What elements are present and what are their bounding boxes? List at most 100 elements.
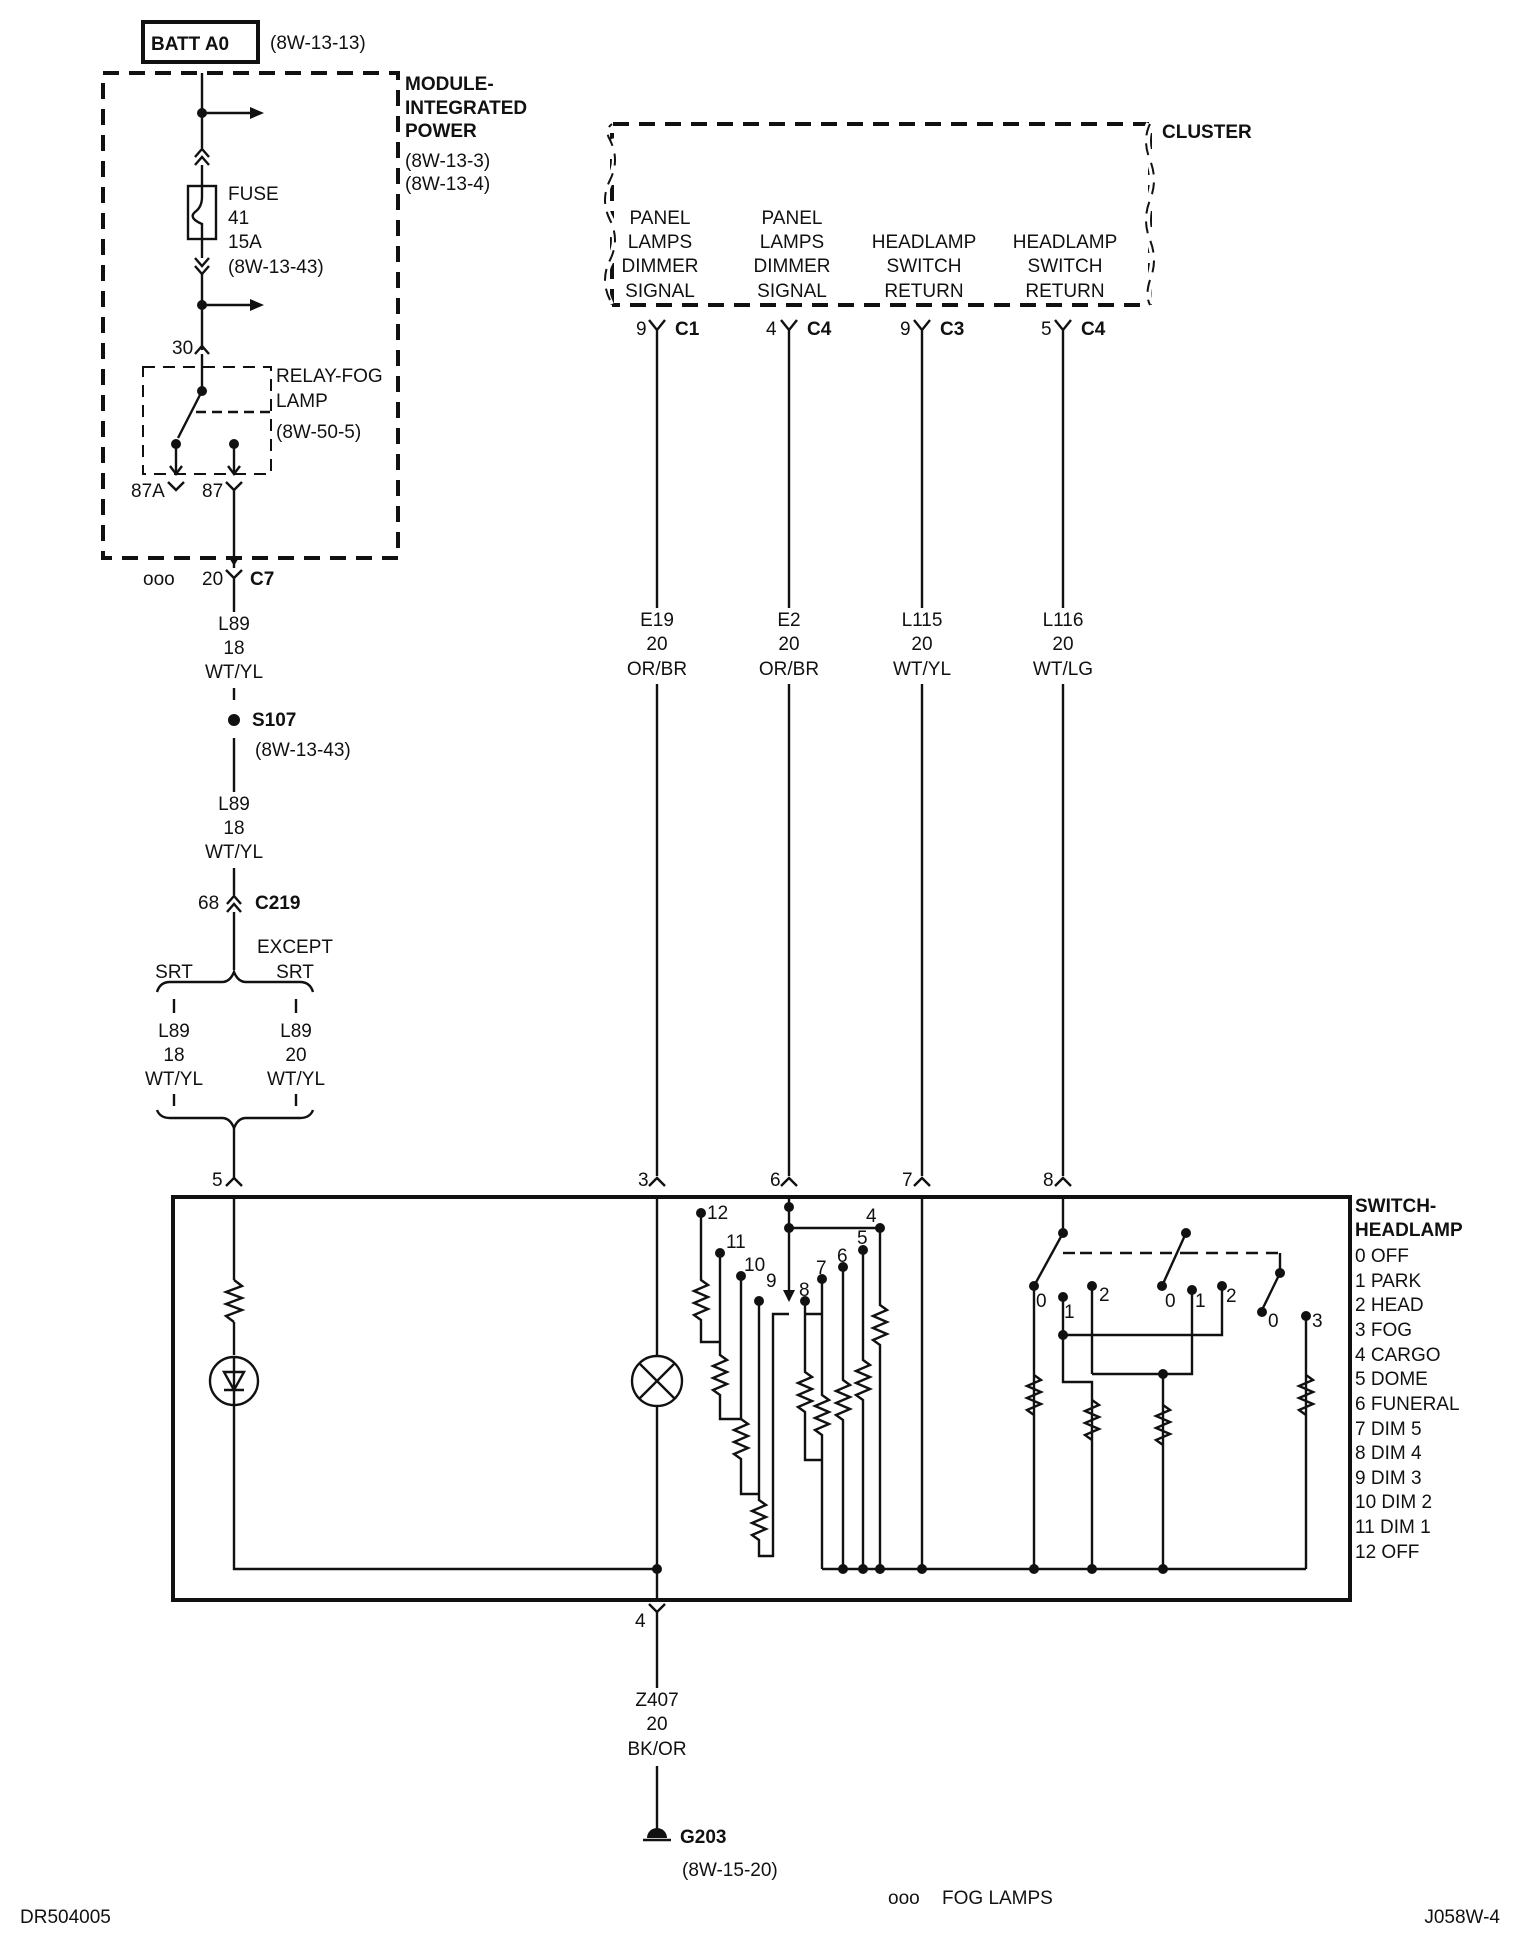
panel-lamp-bulb-cross [639,1363,675,1399]
tap-12-label: 12 [707,1203,728,1224]
cluster-right-break [1145,123,1155,306]
selector-resistor-3-icon [1152,1404,1174,1446]
cluster-col2-line3: DIMMER [753,256,830,277]
selector-c-contact-1-label: 1 [1195,1291,1206,1312]
mip-title-1: MODULE- [405,74,494,95]
tap-5-label: 5 [857,1228,868,1249]
c7-fog-lamp-marker: ooo [143,569,175,590]
wire-e2-color: OR/BR [759,659,819,680]
cluster-col4-pin: 5 [1041,319,1052,340]
batt-label: BATT A0 [151,34,229,55]
ground-ref: (8W-15-20) [682,1860,778,1881]
switch-pin-3: 3 [638,1170,649,1191]
relay-pin-30-connector-icon [194,344,210,355]
dimmer-wiper-arrow-icon [783,1290,795,1302]
relay-pin-87a: 87A [131,481,165,502]
wire-l115-label-bg [894,608,950,684]
cluster-col3-line2: HEADLAMP [872,232,977,253]
wire-l89-b-id: L89 [218,794,250,815]
wire-l116-id: L116 [1043,610,1084,631]
tap-9-label: 9 [766,1271,777,1292]
indicator-resistor-icon [222,1279,246,1323]
branch-except-label-1: EXCEPT [257,937,333,958]
feed-branch-arrow-icon [250,107,264,119]
switch-title-1: SWITCH- [1355,1196,1436,1217]
switch-pin-7-connector-icon [913,1176,931,1187]
s107-name: S107 [252,710,296,731]
footer-legend-text: FOG LAMPS [942,1888,1053,1909]
fuse-output-arrow-icon [250,299,264,311]
switch-position-0: 0 OFF [1355,1246,1409,1267]
cluster-c4-connector-icon [780,319,798,340]
c219-name: C219 [255,893,300,914]
relay-title-2: LAMP [276,391,328,412]
mip-title-2: INTEGRATED [405,98,527,119]
selector-d-contact-3-label: 3 [1312,1311,1323,1332]
selector-b-bus-dot [1087,1564,1097,1574]
headlamp-selector: 0 1 2 0 1 2 [1023,1197,1323,1574]
selector-a-bus-dot [1029,1564,1039,1574]
wire-l89-a-label-bg [214,612,254,688]
relay-output-arrow-icon [228,556,240,566]
fuse-top-connector-icon [194,147,210,166]
cluster-col2-line2: LAMPS [760,232,824,253]
mip-ref-2: (8W-13-4) [405,174,490,195]
cluster-title: CLUSTER [1162,122,1252,143]
cluster-to-switch-wires: E19 20 OR/BR E2 20 OR/BR L115 20 WT/YL L… [627,340,1093,1191]
selector-d-contact-0-label: 0 [1268,1311,1279,1332]
switch-position-12: 12 OFF [1355,1542,1419,1563]
wire-l89-b-gauge: 18 [223,818,244,839]
switch-pin-8-connector-icon [1054,1176,1072,1187]
cluster-col3-line3: SWITCH [887,256,962,277]
relay-87a-connector-icon [167,481,185,492]
headlamp-switch: SWITCH- HEADLAMP 0 OFF 1 PARK 2 HEAD 3 F… [171,1195,1463,1602]
selector-resistor-1-icon [1023,1374,1045,1416]
cluster-col1-pin: 9 [636,319,647,340]
wire-l89-b-color: WT/YL [205,842,263,863]
cluster-col2-line1: PANEL [762,208,823,229]
selector-d-contact-0-dot [1257,1307,1267,1317]
cluster-col3-line4: RETURN [884,281,963,302]
resistor-r4-icon [869,1228,891,1569]
wire-e2-label-bg [762,608,818,684]
selector-c2-wire [1063,1286,1224,1337]
connector-c7: ooo 20 C7 [143,569,274,590]
cluster-col2-conn: C4 [807,319,832,340]
wire-e19-color: OR/BR [627,659,687,680]
relay-87-connector-icon [225,481,243,492]
cluster-c3-connector-icon [913,319,931,340]
branch-except-label-2: SRT [276,962,314,983]
c7-name: C7 [250,569,274,590]
batt-a0-box [141,20,260,64]
selector-c-contact-0-dot [1157,1281,1167,1291]
wire-z407-color: BK/OR [627,1739,686,1760]
switch-pin-3-connector-icon [648,1176,666,1187]
footer: DR504005 ooo FOG LAMPS J058W-4 [20,1888,1500,1928]
wire-l116-label-bg [1035,608,1091,684]
return-bus-dot-4 [875,1564,885,1574]
battery-feed: BATT A0 (8W-13-13) [141,20,366,64]
wire-e19-gauge: 20 [646,634,667,655]
tap-4-label: 4 [866,1206,877,1227]
footer-page-id: J058W-4 [1424,1907,1500,1928]
resistor-r7-icon [811,1279,833,1569]
footer-legend-marker: ooo [888,1888,920,1909]
cluster-col4-line2: HEADLAMP [1013,232,1118,253]
mip-title-3: POWER [405,121,477,142]
switch-pin-6-connector-icon [780,1176,798,1187]
resistor-r8-icon [794,1301,822,1462]
selector-a-contact-0-label: 0 [1036,1291,1047,1312]
wire-z407-gauge: 20 [646,1714,667,1735]
cluster-c4b-connector-icon [1054,319,1072,340]
wire-l89-b-label-bg [210,792,258,868]
fuse-bottom-connector-icon [194,257,210,276]
dimmer-feed-dot-top [784,1202,794,1212]
switch-pin-6: 6 [770,1170,781,1191]
ground-g203-icon [647,1828,667,1838]
selector-c-bus-dot [1158,1564,1168,1574]
c7-pin: 20 [202,569,223,590]
headlamp-switch-outline [171,1195,1352,1602]
cluster-col1-conn: C1 [675,319,700,340]
cluster-col1-line4: SIGNAL [625,281,695,302]
